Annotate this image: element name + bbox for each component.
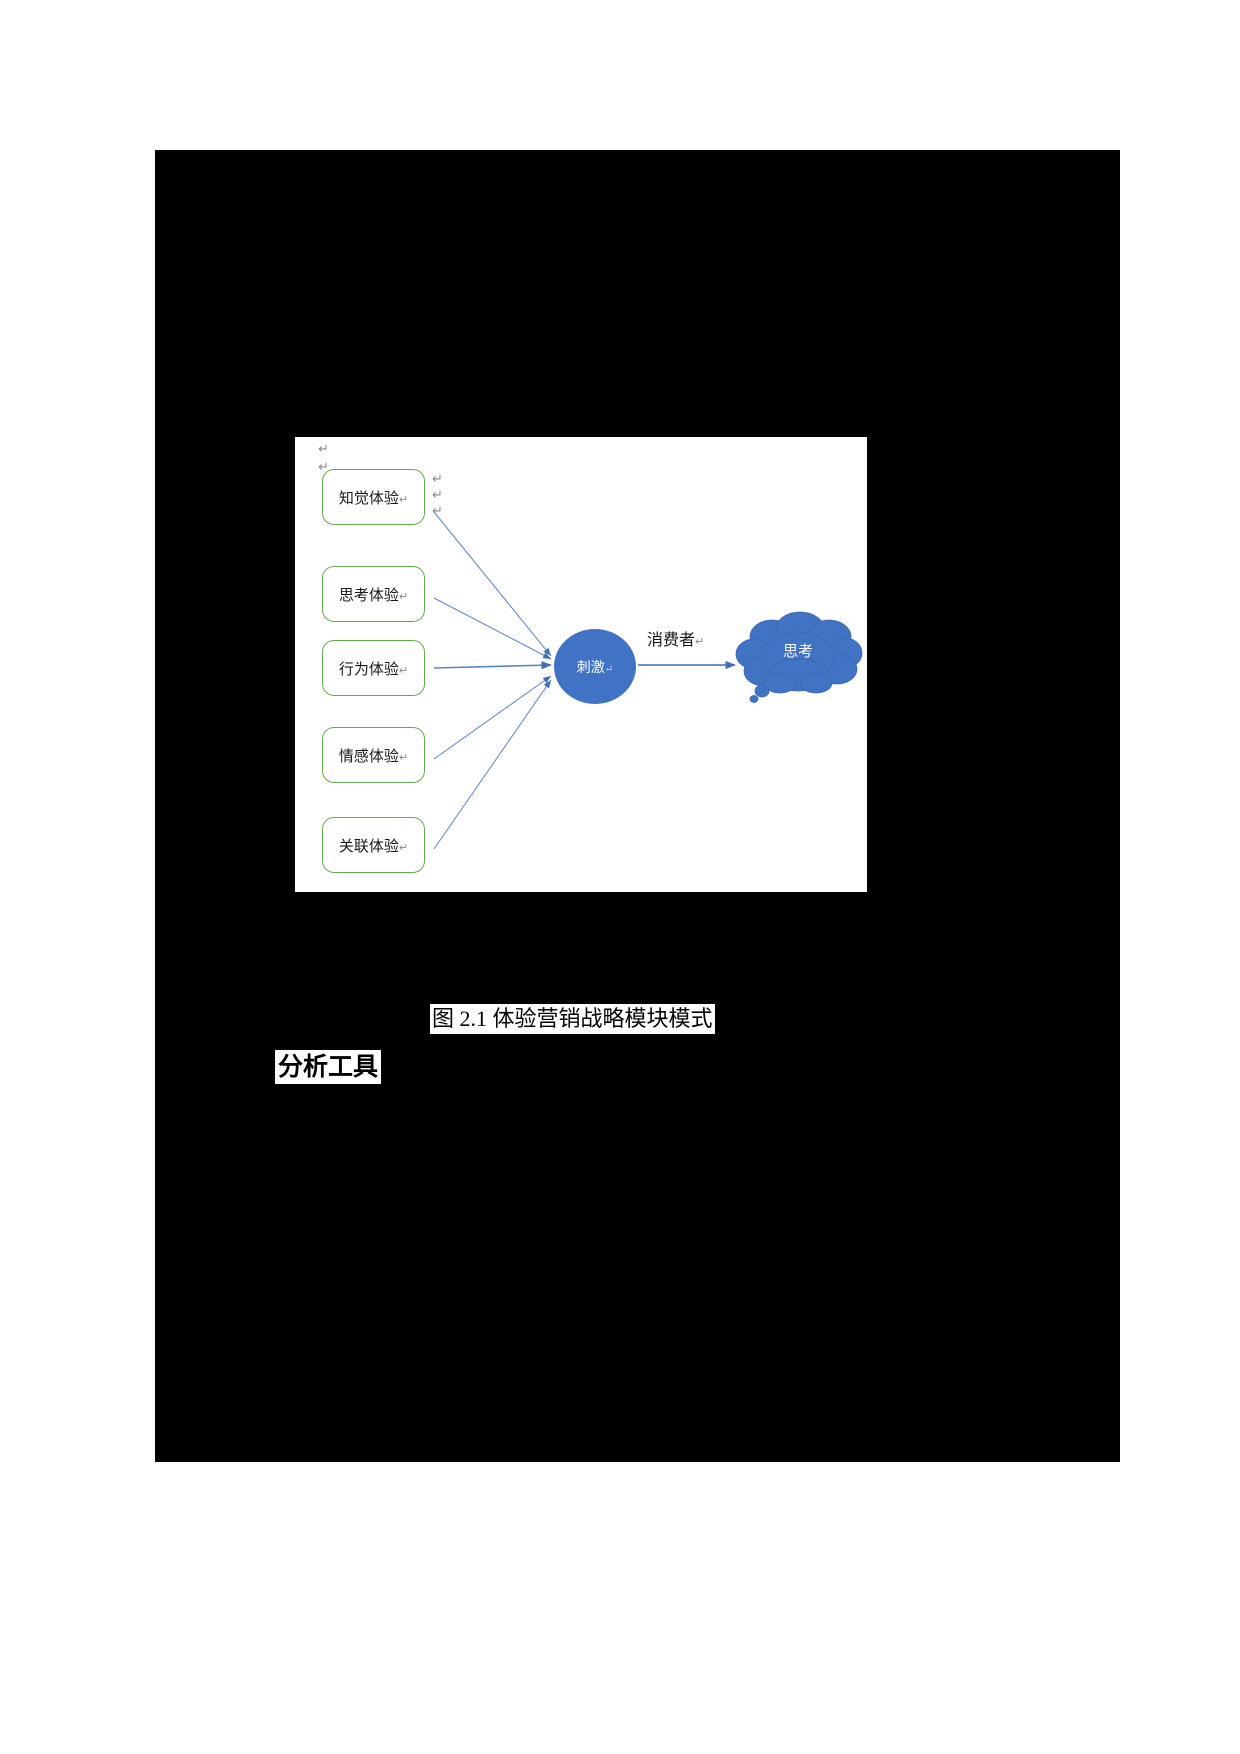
experience-box-label: 行为体验↵ xyxy=(338,661,409,678)
pilcrow-mark: ↵ xyxy=(432,504,443,519)
pilcrow-mark: ↵ xyxy=(398,750,409,764)
experience-box-feel[interactable]: 情感体验↵ xyxy=(322,727,425,783)
stimulus-label: 刺激↵ xyxy=(576,660,614,676)
experience-box-label: 情感体验↵ xyxy=(338,748,409,765)
consumer-edge-label: 消费者↵ xyxy=(647,632,705,649)
experience-box-act[interactable]: 行为体验↵ xyxy=(322,640,425,696)
pilcrow-mark: ↵ xyxy=(318,442,329,457)
stimulus-node[interactable]: 刺激↵ xyxy=(554,629,636,704)
pilcrow-mark: ↵ xyxy=(695,635,705,648)
pilcrow-mark: ↵ xyxy=(398,840,409,854)
experience-box-think[interactable]: 思考体验↵ xyxy=(322,566,425,622)
pilcrow-mark: ↵ xyxy=(398,589,409,603)
pilcrow-mark: ↵ xyxy=(432,472,443,487)
figure-canvas: ↵ ↵ ↵ ↵ ↵ 知觉体验↵ 思考体验↵ 行为体验↵ xyxy=(295,437,867,892)
pilcrow-mark: ↵ xyxy=(432,488,443,503)
pilcrow-mark: ↵ xyxy=(398,492,409,506)
pilcrow-mark: ↵ xyxy=(398,663,409,677)
pilcrow-mark: ↵ xyxy=(318,460,329,475)
experience-box-label: 关联体验↵ xyxy=(338,838,409,855)
thought-cloud-shape[interactable] xyxy=(732,609,864,705)
figure-caption: 图 2.1 体验营销战略模块模式 xyxy=(430,1004,715,1034)
cloud-icon xyxy=(735,611,863,703)
experience-box-label: 知觉体验↵ xyxy=(338,490,409,507)
section-heading: 分析工具 xyxy=(275,1050,382,1084)
experience-box-label: 思考体验↵ xyxy=(338,587,409,604)
experience-box-relate[interactable]: 关联体验↵ xyxy=(322,817,425,873)
pilcrow-mark: ↵ xyxy=(604,663,614,675)
experience-box-perception[interactable]: 知觉体验↵ xyxy=(322,469,425,525)
